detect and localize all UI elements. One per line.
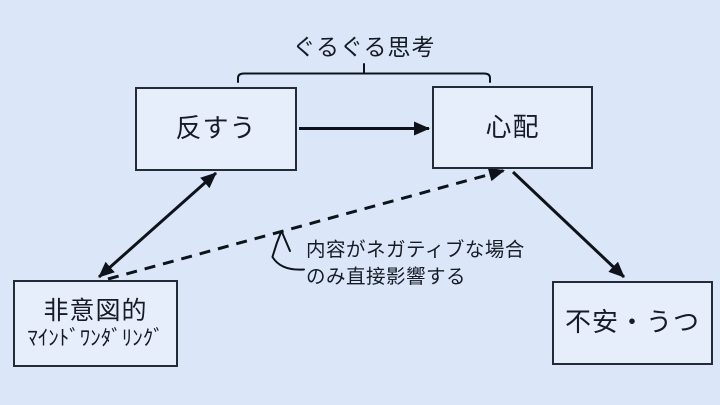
node-rumination-label: 反すう [175,113,257,144]
annotation-line1: 内容がネガティブな場合 [306,239,525,261]
node-rumination: 反すう [135,87,297,171]
node-mind-wandering-label-line2: ﾏｲﾝﾄﾞﾜﾝﾀﾞﾘﾝｸﾞ [27,327,164,351]
annotation-pointer-icon [271,230,305,271]
bracket-label: ぐるぐる思考 [292,34,436,60]
node-worry-label: 心配 [485,111,540,142]
arrow-mind-wandering-rumination-bidirectional [98,171,217,279]
node-worry: 心配 [432,86,593,169]
node-anxiety-depression-label: 不安・うつ [564,307,700,338]
node-mind-wandering-label-line1: 非意図的 [43,296,148,325]
node-anxiety-depression: 不安・うつ [552,281,713,365]
annotation-line2: のみ直接影響する [306,266,467,288]
grouping-bracket [237,63,491,83]
arrow-worry-to-anxiety [511,170,626,279]
dashed-arrow-mind-wandering-to-worry [107,167,505,281]
annotation-text: 内容がネガティブな場合 のみ直接影響する [306,237,525,291]
node-mind-wandering: 非意図的 ﾏｲﾝﾄﾞﾜﾝﾀﾞﾘﾝｸﾞ [13,280,178,367]
